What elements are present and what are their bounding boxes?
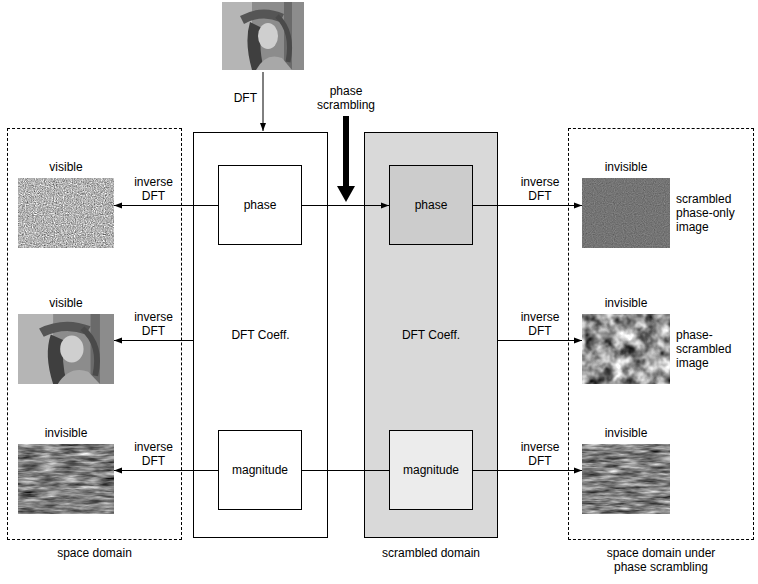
- component-box: magnitude: [218, 430, 302, 510]
- edge-label: inverse DFT: [130, 440, 178, 468]
- image-tile: invisible scrambled phase-only image: [582, 160, 750, 248]
- edge-label: inverse DFT: [516, 440, 564, 468]
- edge-label-box: inverse DFT: [130, 310, 178, 338]
- coefficient-box: DFT Coeff. phase magnitude: [193, 132, 328, 538]
- component-box: phase: [389, 165, 473, 245]
- visibility-caption: invisible: [582, 296, 670, 310]
- image-tile: visible: [18, 160, 114, 248]
- visibility-caption: visible: [18, 296, 114, 310]
- box-label: phase: [244, 198, 277, 212]
- connector-arrow: [473, 470, 582, 471]
- visibility-caption: invisible: [18, 426, 114, 440]
- scrambled-phase-image: [582, 178, 670, 248]
- image-tile: invisible: [582, 426, 670, 514]
- connector-arrow: [114, 205, 218, 206]
- visibility-caption: invisible: [582, 426, 670, 440]
- step-label: phase scrambling: [311, 84, 381, 112]
- box-label: phase: [415, 198, 448, 212]
- edge-label: inverse DFT: [516, 175, 564, 203]
- edge-label-box: inverse DFT: [516, 310, 564, 338]
- image-tile: invisible: [18, 426, 114, 514]
- panel-heading: space domain under phase scrambling: [601, 546, 721, 574]
- component-box: phase: [218, 165, 302, 245]
- connector-arrow: [114, 470, 218, 471]
- connector-arrow: [302, 470, 389, 471]
- step-label: DFT: [211, 91, 257, 105]
- input-image: [222, 2, 304, 70]
- edge-label: inverse DFT: [516, 310, 564, 338]
- phase-only-image: [18, 178, 114, 248]
- visibility-caption: visible: [18, 160, 114, 174]
- component-box: magnitude: [389, 430, 473, 510]
- magnitude-only-image: [582, 444, 670, 514]
- panel-heading: space domain: [8, 546, 181, 560]
- image-tile: invisible phase-scrambled image: [582, 296, 750, 384]
- edge-label-box: inverse DFT: [516, 175, 564, 203]
- domain-heading: scrambled domain: [365, 546, 497, 560]
- step-label-box: phase scrambling: [311, 84, 381, 112]
- box-label: DFT Coeff.: [231, 328, 289, 342]
- edge-label: inverse DFT: [130, 310, 178, 338]
- step-label-box: DFT: [211, 91, 257, 105]
- reconstructed-image: [18, 314, 114, 384]
- domain-panel: space domain under phase scramblinginvis…: [568, 128, 754, 540]
- image-tile: visible: [18, 296, 114, 384]
- image-caption: scrambled phase-only image: [676, 192, 750, 234]
- magnitude-only-image: [18, 444, 114, 514]
- connector-arrow: [473, 205, 582, 206]
- image-caption: phase-scrambled image: [676, 328, 750, 370]
- edge-label: inverse DFT: [130, 175, 178, 203]
- scrambling-arrow: [337, 116, 355, 202]
- connector-arrow: [498, 340, 582, 341]
- connector-arrow: [302, 205, 389, 206]
- box-label: magnitude: [403, 463, 459, 477]
- coefficient-box: DFT Coeff.scrambled domainphasemagnitude: [364, 132, 498, 538]
- edge-label-box: inverse DFT: [516, 440, 564, 468]
- phase-scrambled-image: [582, 314, 670, 384]
- edge-label-box: inverse DFT: [130, 440, 178, 468]
- connector-arrow: [114, 340, 193, 341]
- dft-arrow: [263, 72, 264, 131]
- box-label: DFT Coeff.: [402, 328, 460, 342]
- visibility-caption: invisible: [582, 160, 670, 174]
- edge-label-box: inverse DFT: [130, 175, 178, 203]
- box-label: magnitude: [232, 463, 288, 477]
